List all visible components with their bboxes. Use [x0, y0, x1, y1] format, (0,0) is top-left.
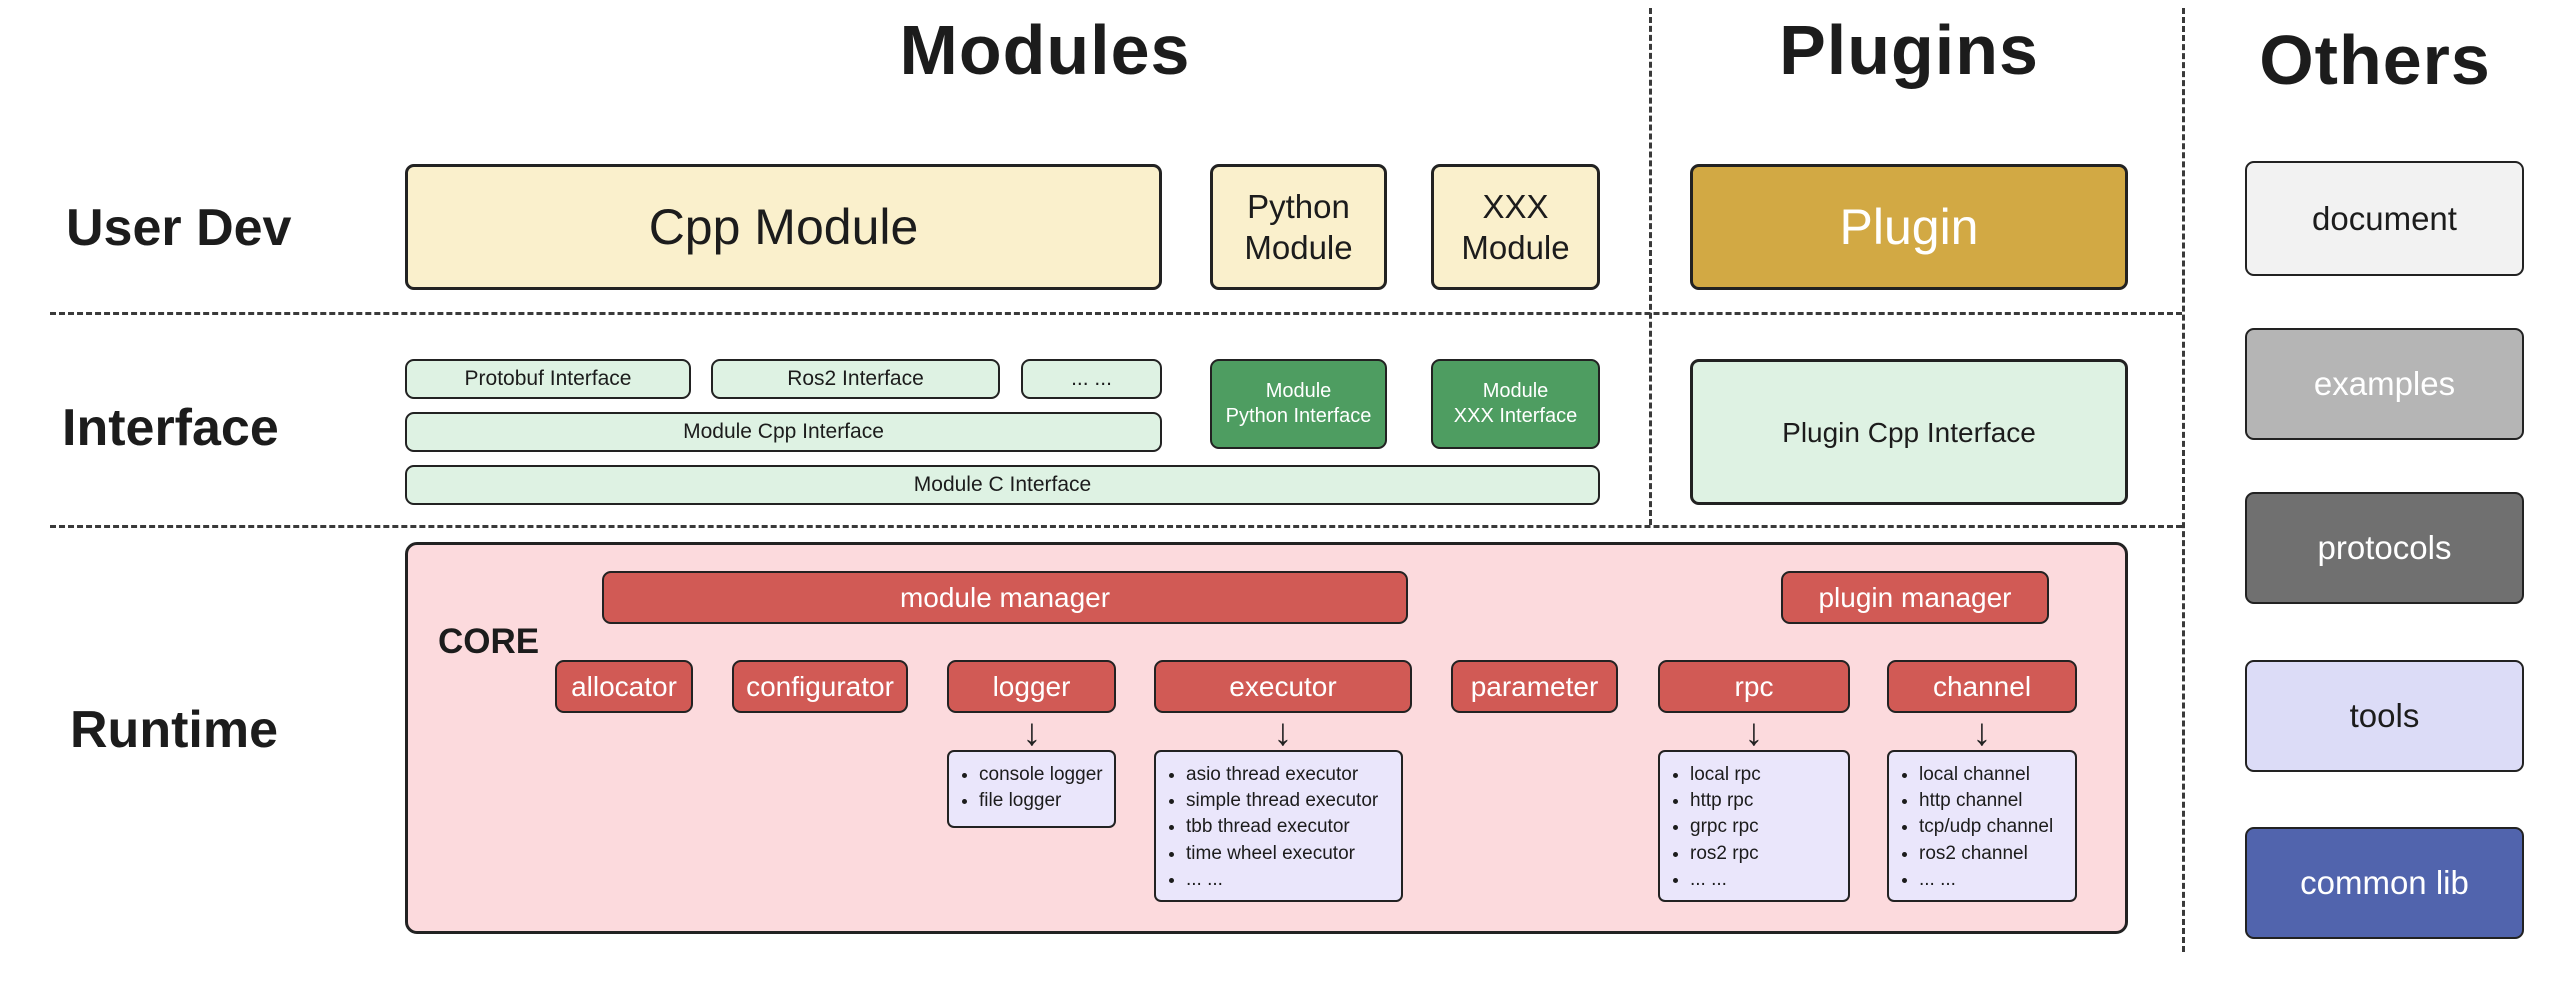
- executor-component: executor: [1154, 660, 1412, 713]
- row-label-runtime: Runtime: [70, 701, 278, 759]
- down-arrow-icon: ↓: [1022, 712, 1042, 754]
- plugin-box: Plugin: [1690, 164, 2128, 290]
- list-item: local rpc: [1690, 762, 1761, 788]
- list-item: ... ...: [1919, 867, 2053, 893]
- plugin-cpp-interface-box: Plugin Cpp Interface: [1690, 359, 2128, 505]
- list-item: local channel: [1919, 762, 2053, 788]
- channel-component: channel: [1887, 660, 2077, 713]
- module-xxx-interface-box: Module XXX Interface: [1431, 359, 1600, 449]
- executor-options-list: asio thread executorsimple thread execut…: [1156, 752, 1386, 901]
- rpc-component: rpc: [1658, 660, 1850, 713]
- executor-options-box: asio thread executorsimple thread execut…: [1154, 750, 1403, 902]
- others-protocols-box: protocols: [2245, 492, 2524, 604]
- configurator-component: configurator: [732, 660, 908, 713]
- plugins-column-header: Plugins: [1779, 11, 2039, 89]
- logger-options-list: console loggerfile logger: [949, 752, 1111, 822]
- down-arrow-icon: ↓: [1744, 712, 1764, 754]
- list-item: console logger: [979, 762, 1103, 788]
- list-item: ... ...: [1690, 867, 1761, 893]
- rpc-options-list: local rpchttp rpcgrpc rpcros2 rpc... ...: [1660, 752, 1769, 901]
- down-arrow-icon: ↓: [1972, 712, 1992, 754]
- logger-component: logger: [947, 660, 1116, 713]
- cpp-module-box: Cpp Module: [405, 164, 1162, 290]
- others-column-header: Others: [2259, 21, 2491, 99]
- others-common-lib-box: common lib: [2245, 827, 2524, 939]
- row-label-user-dev: User Dev: [66, 199, 292, 257]
- xxx-module-box: XXX Module: [1431, 164, 1600, 290]
- list-item: file logger: [979, 788, 1103, 814]
- module-cpp-interface-box: Module Cpp Interface: [405, 412, 1162, 452]
- list-item: ros2 channel: [1919, 841, 2053, 867]
- protobuf-interface-box: Protobuf Interface: [405, 359, 691, 399]
- rpc-options-box: local rpchttp rpcgrpc rpcros2 rpc... ...: [1658, 750, 1850, 902]
- others-examples-box: examples: [2245, 328, 2524, 440]
- modules-column-header: Modules: [899, 11, 1191, 89]
- list-item: tcp/udp channel: [1919, 814, 2053, 840]
- plugin-manager-bar: plugin manager: [1781, 571, 2049, 624]
- python-module-box: Python Module: [1210, 164, 1387, 290]
- module-manager-bar: module manager: [602, 571, 1408, 624]
- list-item: grpc rpc: [1690, 814, 1761, 840]
- others-document-box: document: [2245, 161, 2524, 276]
- ros2-interface-box: Ros2 Interface: [711, 359, 1000, 399]
- divider-plugins-others: [2182, 8, 2185, 952]
- row-label-interface: Interface: [62, 399, 279, 457]
- others-tools-box: tools: [2245, 660, 2524, 772]
- module-c-interface-box: Module C Interface: [405, 465, 1600, 505]
- list-item: http rpc: [1690, 788, 1761, 814]
- down-arrow-icon: ↓: [1273, 712, 1293, 754]
- channel-options-box: local channelhttp channeltcp/udp channel…: [1887, 750, 2077, 902]
- channel-options-list: local channelhttp channeltcp/udp channel…: [1889, 752, 2061, 901]
- ellipsis-interface-box: ... ...: [1021, 359, 1162, 399]
- logger-options-box: console loggerfile logger: [947, 750, 1116, 828]
- allocator-component: allocator: [555, 660, 693, 713]
- list-item: http channel: [1919, 788, 2053, 814]
- list-item: tbb thread executor: [1186, 814, 1378, 840]
- parameter-component: parameter: [1451, 660, 1618, 713]
- list-item: simple thread executor: [1186, 788, 1378, 814]
- core-label: CORE: [438, 622, 540, 661]
- module-python-interface-box: Module Python Interface: [1210, 359, 1387, 449]
- list-item: asio thread executor: [1186, 762, 1378, 788]
- divider-interface-runtime: [50, 525, 2182, 528]
- divider-userdev-interface: [50, 312, 2182, 315]
- list-item: ... ...: [1186, 867, 1378, 893]
- divider-modules-plugins: [1649, 8, 1652, 525]
- list-item: time wheel executor: [1186, 841, 1378, 867]
- list-item: ros2 rpc: [1690, 841, 1761, 867]
